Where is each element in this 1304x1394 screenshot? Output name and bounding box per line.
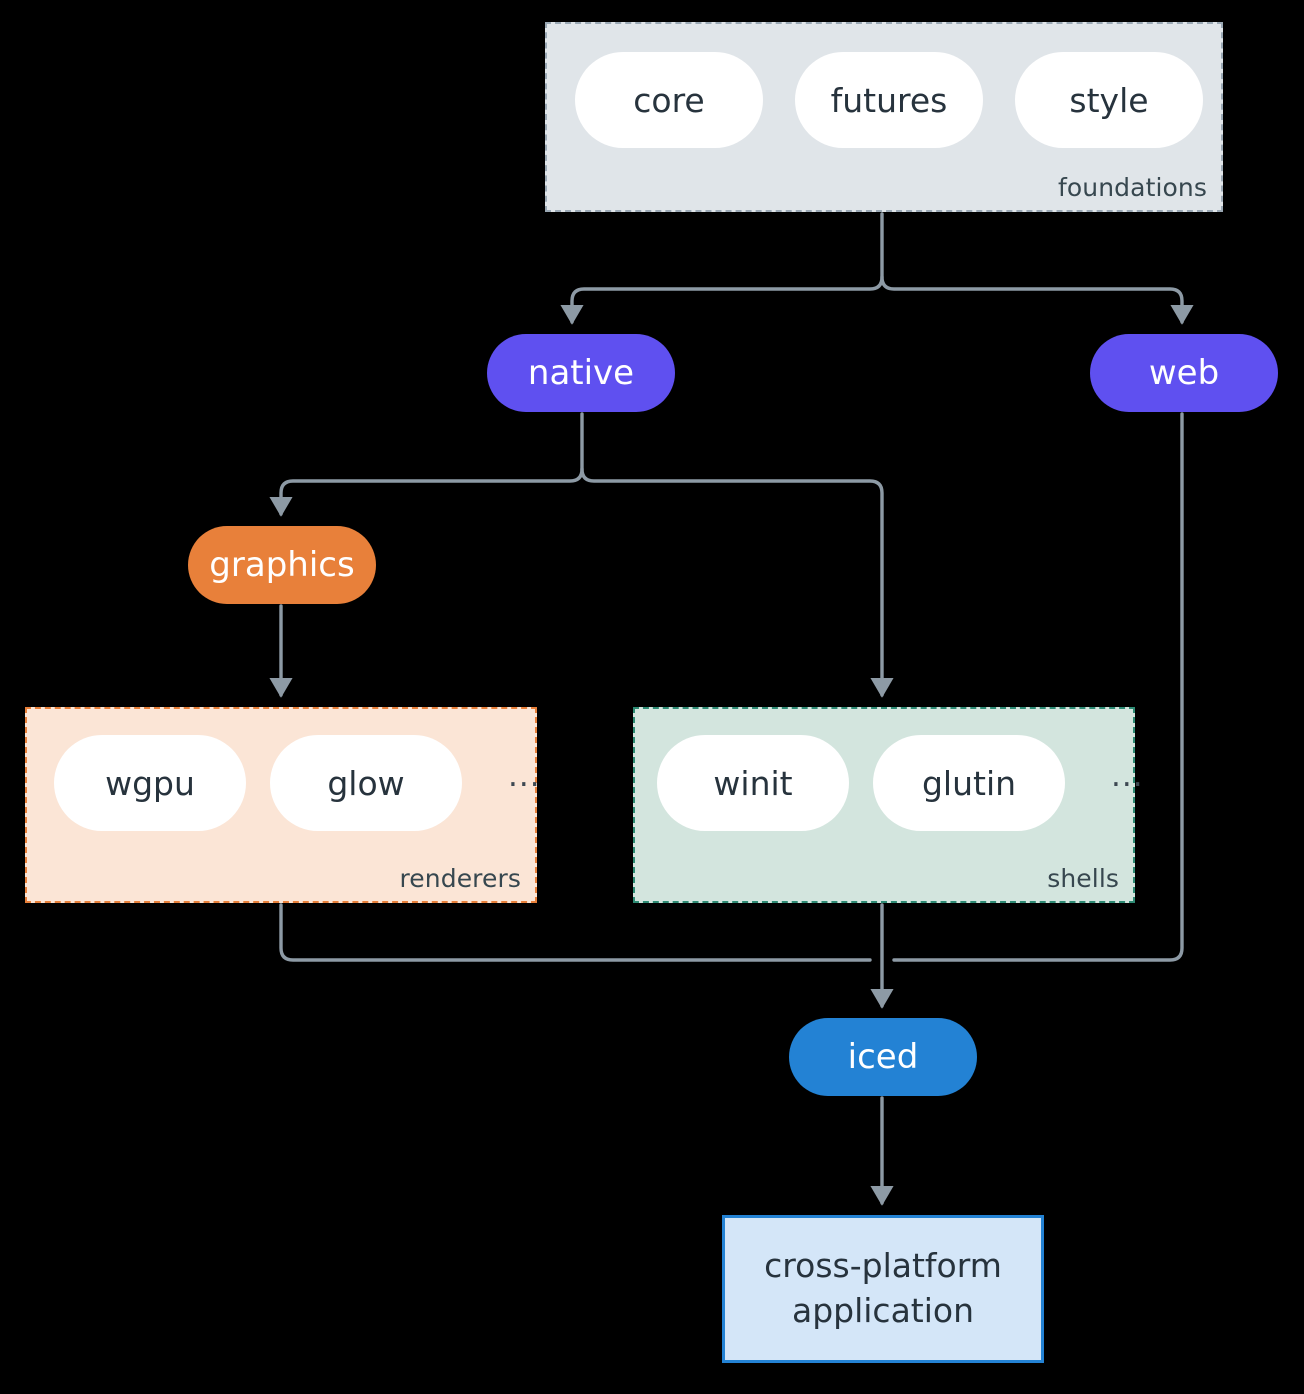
renderers-more-ellipsis: ...: [508, 757, 541, 794]
shells-item-glutin[interactable]: glutin: [873, 735, 1065, 831]
edge-renderers-iced: [279, 903, 872, 962]
foundations-item-list: core futures style: [575, 52, 1203, 148]
node-web[interactable]: web: [1090, 334, 1278, 412]
foundations-item-futures[interactable]: futures: [795, 52, 983, 148]
application-label-line1: cross-platform: [764, 1246, 1002, 1286]
node-cross-platform-application[interactable]: cross-platform application: [722, 1215, 1044, 1363]
edge-web-iced: [892, 412, 1184, 962]
node-native[interactable]: native: [487, 334, 675, 412]
shells-more-ellipsis: ...: [1111, 757, 1144, 794]
renderers-item-list: wgpu glow ...: [54, 735, 541, 831]
edge-native-graphics: [269, 412, 584, 517]
edge-foundations-native: [560, 212, 884, 325]
edge-native-shells: [580, 467, 894, 698]
edge-foundations-web: [880, 275, 1194, 325]
group-renderers: wgpu glow ... renderers: [25, 707, 540, 903]
foundations-item-core[interactable]: core: [575, 52, 763, 148]
group-label-renderers: renderers: [399, 864, 521, 893]
node-iced[interactable]: iced: [789, 1018, 977, 1096]
group-foundations: core futures style foundations: [545, 22, 1223, 212]
group-shells: winit glutin ... shells: [633, 707, 1143, 903]
shells-item-list: winit glutin ...: [657, 735, 1144, 831]
renderers-item-glow[interactable]: glow: [270, 735, 462, 831]
shells-item-winit[interactable]: winit: [657, 735, 849, 831]
node-graphics[interactable]: graphics: [188, 526, 376, 604]
application-label-line2: application: [791, 1291, 975, 1330]
group-label-foundations: foundations: [1058, 173, 1207, 202]
renderers-item-wgpu[interactable]: wgpu: [54, 735, 246, 831]
group-label-shells: shells: [1047, 864, 1119, 893]
foundations-item-style[interactable]: style: [1015, 52, 1203, 148]
